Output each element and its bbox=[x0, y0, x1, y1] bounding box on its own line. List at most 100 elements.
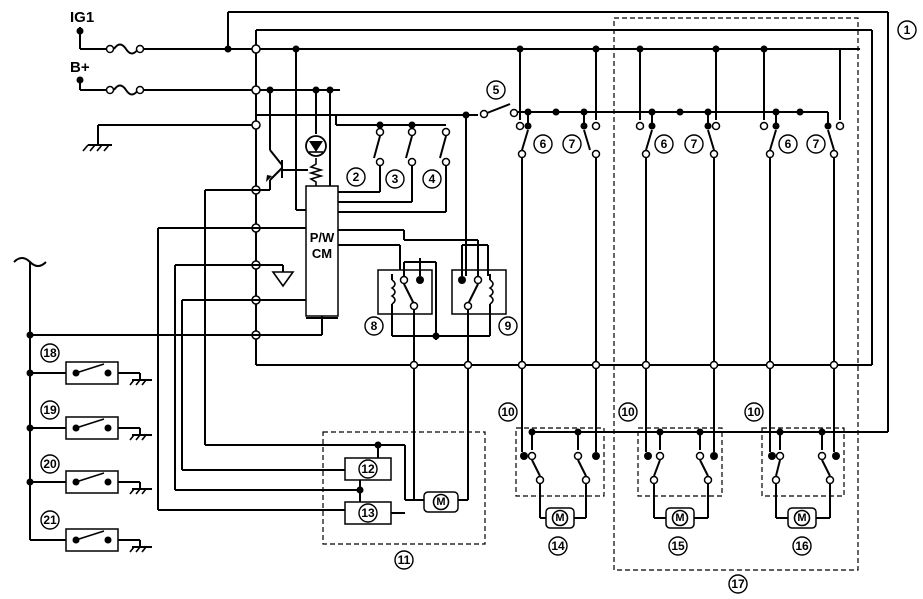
svg-text:19: 19 bbox=[43, 403, 57, 417]
callout-5: 5 bbox=[486, 80, 506, 100]
callout-7-c: 7 bbox=[806, 134, 826, 154]
motor-unit-16: M bbox=[761, 369, 845, 529]
callout-7-b: 7 bbox=[684, 134, 704, 154]
switch-icon bbox=[827, 129, 835, 151]
switch-icon bbox=[521, 129, 529, 151]
svg-text:10: 10 bbox=[747, 405, 761, 419]
switch-icon bbox=[531, 459, 541, 477]
callout-12: 12 bbox=[358, 459, 378, 479]
cm-label-line1: P/W bbox=[310, 230, 335, 245]
motor-icon: M bbox=[545, 507, 575, 529]
motor-icon: M bbox=[787, 507, 817, 529]
ground-icon bbox=[129, 488, 152, 495]
svg-text:11: 11 bbox=[398, 553, 411, 567]
switch-icon bbox=[78, 418, 105, 428]
svg-text:14: 14 bbox=[551, 539, 565, 553]
switch-icon bbox=[707, 129, 715, 151]
switch-icon bbox=[653, 459, 661, 477]
svg-text:4: 4 bbox=[429, 172, 436, 186]
switch-icon bbox=[78, 472, 105, 482]
callout-20: 20 bbox=[40, 454, 60, 474]
fuse-icon bbox=[113, 84, 139, 96]
callout-1: 1 bbox=[897, 20, 917, 40]
callout-2: 2 bbox=[346, 167, 366, 187]
svg-text:7: 7 bbox=[691, 137, 698, 151]
svg-text:5: 5 bbox=[493, 83, 500, 97]
motor-unit-15: M bbox=[637, 369, 723, 529]
ig1-label: IG1 bbox=[70, 9, 94, 26]
callout-13: 13 bbox=[358, 503, 378, 523]
svg-text:12: 12 bbox=[361, 462, 375, 476]
svg-text:20: 20 bbox=[43, 457, 57, 471]
svg-text:21: 21 bbox=[43, 513, 57, 527]
svg-text:17: 17 bbox=[731, 577, 745, 591]
callout-19: 19 bbox=[40, 400, 60, 420]
svg-text:3: 3 bbox=[392, 172, 399, 186]
fuse-icon bbox=[113, 43, 139, 55]
ground-icon bbox=[271, 271, 295, 288]
switch-icon bbox=[405, 135, 413, 159]
bplus-label: B+ bbox=[70, 59, 90, 76]
callout-17: 17 bbox=[728, 574, 748, 594]
svg-text:6: 6 bbox=[785, 137, 792, 151]
relay-9 bbox=[391, 210, 507, 500]
callout-3: 3 bbox=[385, 169, 405, 189]
left-switch-column bbox=[13, 257, 256, 553]
svg-text:7: 7 bbox=[569, 137, 576, 151]
switch-icon bbox=[467, 283, 479, 305]
callout-18: 18 bbox=[40, 343, 60, 363]
svg-text:10: 10 bbox=[621, 405, 635, 419]
svg-text:9: 9 bbox=[505, 319, 512, 333]
switch-icon bbox=[439, 135, 447, 159]
resistor-icon bbox=[308, 158, 324, 190]
switch-icon bbox=[775, 459, 781, 477]
callout-15: 15 bbox=[668, 536, 688, 556]
switch-icon bbox=[769, 129, 777, 151]
switch-icon bbox=[699, 459, 709, 477]
motor-icon: M bbox=[423, 491, 459, 513]
motor-label: M bbox=[797, 512, 806, 524]
svg-text:8: 8 bbox=[371, 319, 378, 333]
motor-unit-14: M bbox=[515, 369, 888, 529]
callout-8: 8 bbox=[364, 316, 384, 336]
motor-label: M bbox=[555, 512, 564, 524]
relay-coil-icon bbox=[488, 279, 494, 305]
svg-text:1: 1 bbox=[904, 23, 911, 37]
callout-6-c: 6 bbox=[778, 134, 798, 154]
relay-coil-icon bbox=[390, 279, 396, 305]
relay-8 bbox=[377, 258, 437, 500]
callout-9: 9 bbox=[498, 316, 518, 336]
callout-21: 21 bbox=[40, 510, 60, 530]
callout-6-b: 6 bbox=[654, 134, 674, 154]
transistor-icon bbox=[266, 86, 308, 190]
switch-icon bbox=[821, 459, 831, 477]
svg-text:15: 15 bbox=[671, 539, 685, 553]
callout-14: 14 bbox=[548, 536, 568, 556]
led-icon bbox=[305, 135, 327, 157]
ground-icon bbox=[129, 379, 152, 386]
svg-text:10: 10 bbox=[501, 405, 515, 419]
svg-text:13: 13 bbox=[361, 506, 375, 520]
power-window-control-module: P/W CM bbox=[157, 185, 404, 510]
svg-text:16: 16 bbox=[795, 539, 809, 553]
ground-icon bbox=[129, 546, 152, 553]
motor-label: M bbox=[675, 512, 684, 524]
callout-4: 4 bbox=[422, 169, 442, 189]
callout-11: 11 bbox=[394, 550, 414, 570]
motor-label: M bbox=[436, 496, 445, 508]
callout-7-a: 7 bbox=[562, 134, 582, 154]
svg-text:6: 6 bbox=[540, 137, 547, 151]
switch-icon bbox=[645, 129, 653, 151]
svg-text:7: 7 bbox=[813, 137, 820, 151]
switch-icon bbox=[78, 363, 105, 373]
indicator-and-transistor bbox=[204, 49, 460, 445]
driver-window-module-11: M bbox=[158, 431, 486, 545]
ground-icon bbox=[82, 144, 112, 152]
switch-icon bbox=[583, 129, 591, 151]
switch-icon bbox=[577, 459, 587, 477]
switch-icon bbox=[78, 530, 105, 540]
svg-text:6: 6 bbox=[661, 137, 668, 151]
passenger-door-group-17 bbox=[613, 17, 859, 571]
ground-icon bbox=[129, 434, 152, 441]
switch-icon bbox=[373, 135, 381, 159]
